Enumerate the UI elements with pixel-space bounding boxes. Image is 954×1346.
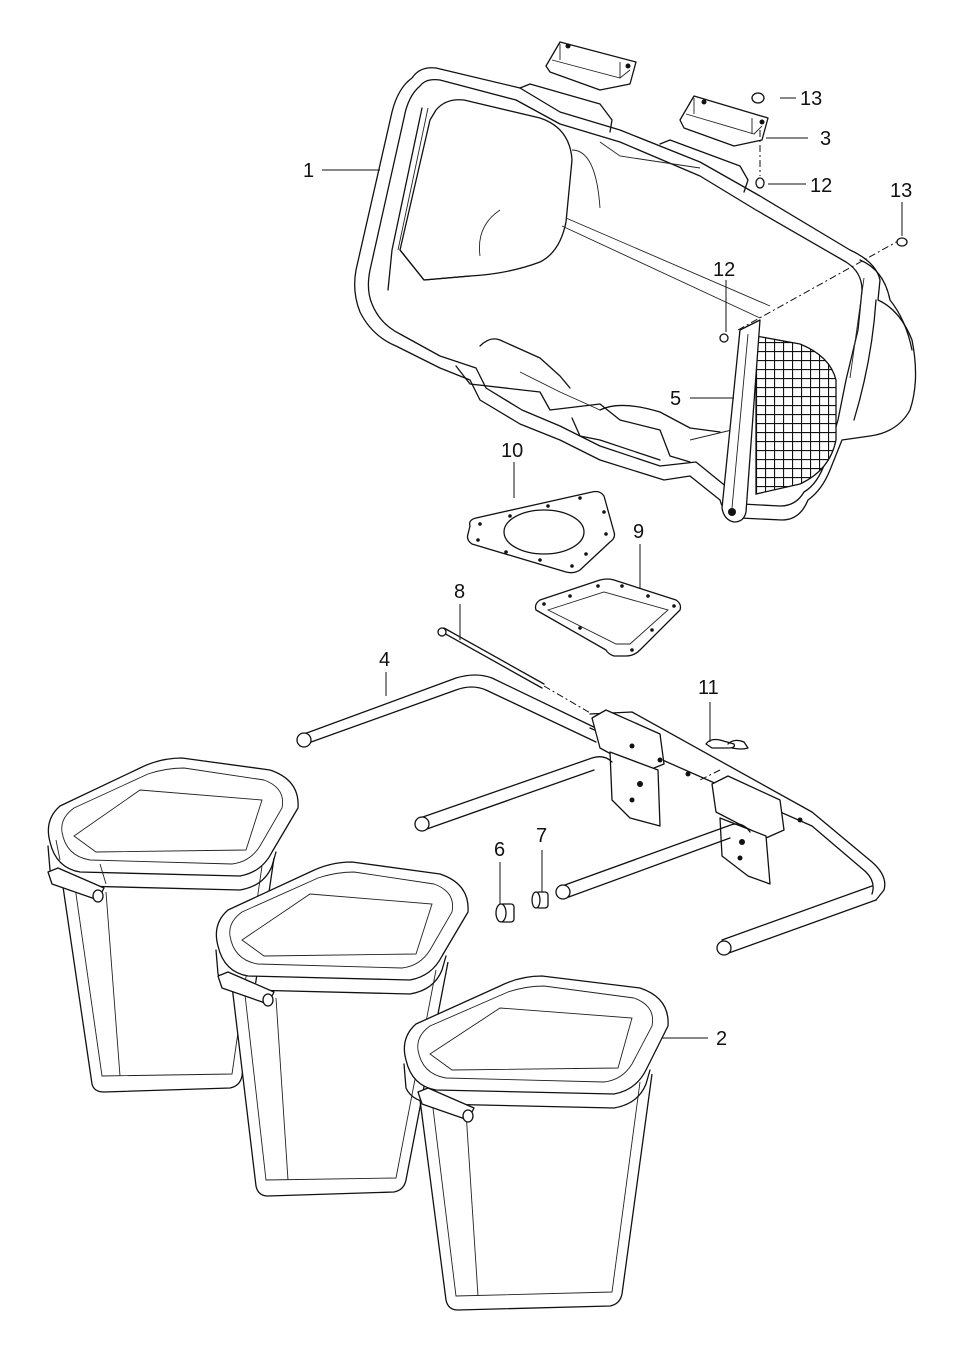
callout-12-top: 12 [810,175,832,197]
support-frame [296,674,886,956]
fastener-nut-13-top [751,92,765,104]
bin-right [403,975,669,1311]
callout-3: 3 [820,128,831,150]
callout-10: 10 [501,440,523,462]
callout-9: 9 [633,521,644,543]
mesh-screen [721,319,837,523]
bushing-6 [495,903,515,923]
callout-5: 5 [670,388,681,410]
bin-middle [215,861,469,1197]
callout-1: 1 [303,160,314,182]
fastener-nut-13-right [896,237,908,247]
mounting-plate [466,490,616,574]
rod [437,627,593,715]
callout-11: 11 [698,677,719,699]
callout-8: 8 [454,581,465,603]
callout-6: 6 [494,839,505,861]
gasket-frame [534,578,682,657]
callout-12-left: 12 [713,259,735,281]
fastener-bolt-12-top [755,177,765,189]
bushing-7 [531,891,549,909]
callout-13-top: 13 [800,88,822,110]
callout-2: 2 [716,1028,727,1050]
clips [705,738,749,750]
bin-left [47,757,299,1093]
callout-labels: 1 2 3 4 5 6 7 8 9 10 11 12 12 13 13 [303,88,912,1050]
fastener-bolt-12-left [719,333,729,343]
callout-4: 4 [379,649,390,671]
leader-lines [322,97,903,1039]
catcher-housing [354,41,917,521]
callout-13-right: 13 [890,180,912,202]
callout-7: 7 [536,825,547,847]
